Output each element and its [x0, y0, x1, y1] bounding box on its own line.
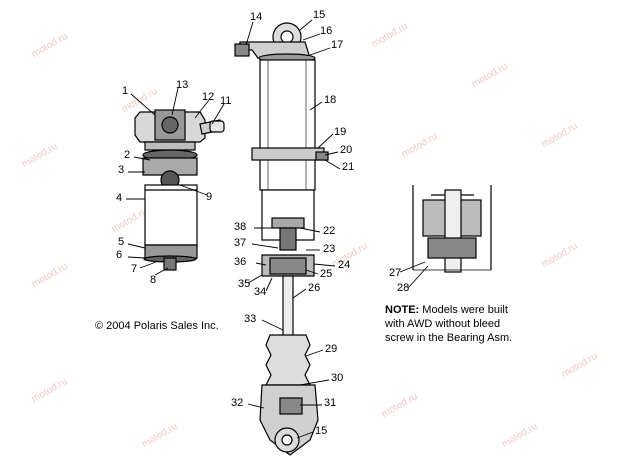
inset-shaft [444, 189, 462, 273]
fitting-nut [209, 120, 225, 133]
leader-lines [126, 19, 429, 439]
callout-label: 18 [324, 94, 337, 106]
callout-label: 21 [342, 161, 355, 173]
bearing-cap [271, 217, 305, 229]
note-line-2: with AWD without bleed [385, 318, 501, 330]
callout-label: 22 [323, 225, 336, 237]
callout-label: 27 [389, 267, 402, 279]
callout-label: 13 [176, 79, 189, 91]
callout-label: 5 [118, 236, 125, 248]
callout-label: 15 [315, 425, 328, 437]
callout-label: 1 [122, 85, 129, 97]
callout-label: 14 [250, 11, 263, 23]
callout-label: 33 [244, 313, 257, 325]
note-block: NOTE: Models were built with AWD without… [385, 303, 585, 345]
note-line-1: Models were built [422, 304, 508, 316]
callout-label: 24 [338, 259, 351, 271]
reservoir-body [144, 184, 198, 246]
callout-label: 15 [313, 9, 326, 21]
note-line: NOTE: Models were built [385, 303, 585, 317]
callout-label: 23 [323, 243, 336, 255]
valve-core [163, 257, 177, 271]
valve-knob [161, 116, 179, 134]
callout-label: 30 [331, 372, 344, 384]
callout-label: 19 [334, 126, 347, 138]
callout-label: 28 [397, 282, 410, 294]
copyright-text: © 2004 Polaris Sales Inc. [95, 320, 219, 332]
reservoir-assembly [134, 109, 225, 271]
piston-stack [269, 257, 307, 275]
spring-retainer [251, 147, 325, 161]
callout-label: 11 [220, 95, 232, 107]
bottom-eyelet-hole [281, 434, 293, 446]
callout-label: 12 [202, 91, 215, 103]
bottom-bolt [279, 397, 303, 415]
callout-label: 37 [234, 237, 247, 249]
callout-label: 3 [118, 164, 125, 176]
callout-label: 36 [234, 256, 247, 268]
callout-label: 25 [320, 268, 333, 280]
bottom-eye-body [259, 384, 319, 456]
callout-label: 4 [116, 192, 123, 204]
callout-label: 2 [124, 149, 131, 161]
hose-port [234, 43, 250, 57]
callout-label: 34 [254, 286, 267, 298]
callout-label: 9 [206, 191, 213, 203]
callout-label: 7 [131, 263, 138, 275]
callout-label: 17 [331, 39, 344, 51]
callout-label: 8 [150, 274, 157, 286]
callout-label: 38 [234, 221, 247, 233]
callout-label: 31 [324, 397, 337, 409]
callout-label: 16 [320, 25, 333, 37]
callout-label: 26 [308, 282, 321, 294]
shock-body [234, 22, 329, 456]
shaft-nut [279, 227, 297, 251]
inset-piston [427, 237, 477, 259]
callout-label: 35 [238, 278, 251, 290]
detail-inset [412, 185, 492, 273]
note-label: NOTE: [385, 304, 420, 316]
bumper [265, 334, 311, 386]
callout-label: 20 [340, 144, 353, 156]
note-line-3: screw in the Bearing Asm. [385, 332, 513, 344]
eyelet-hole [280, 30, 294, 44]
retainer-clip [315, 151, 329, 161]
bottom-cap [144, 244, 198, 259]
reservoir-cap [144, 141, 196, 151]
callout-label: 6 [116, 249, 123, 261]
callout-label: 29 [325, 343, 338, 355]
piston-top [142, 157, 198, 176]
callout-label: 32 [231, 397, 244, 409]
